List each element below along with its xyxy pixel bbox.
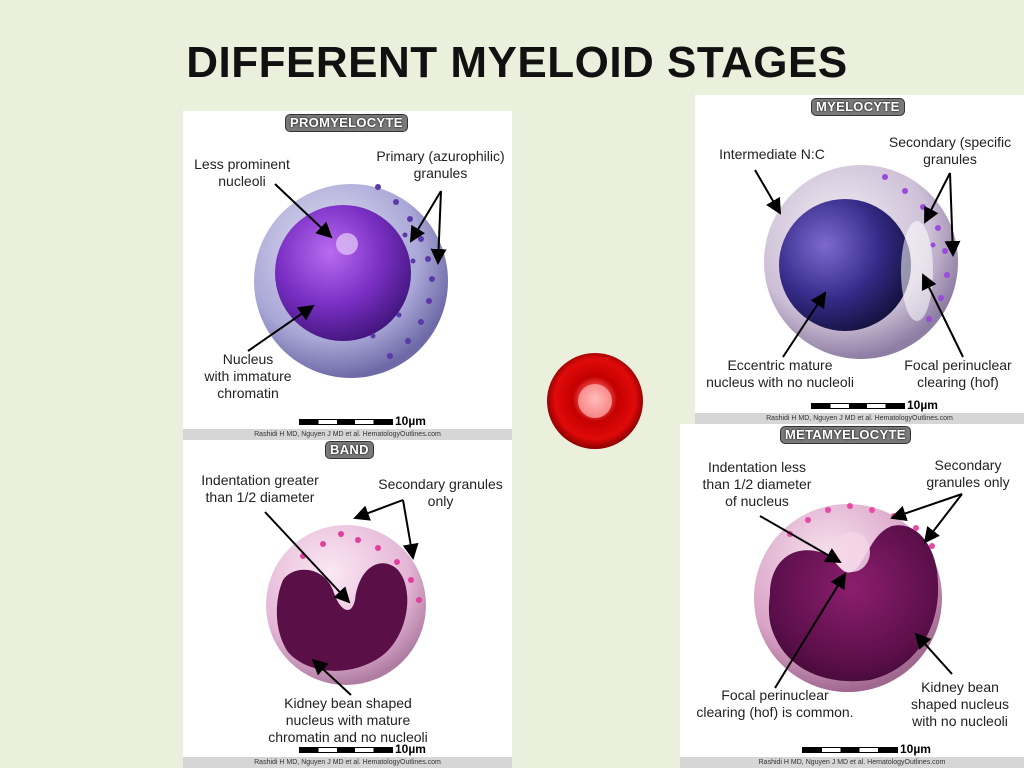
scale-label: 10µm	[395, 414, 426, 428]
label-intermediate-nc: Intermediate N:C	[719, 146, 825, 162]
label-secondary-granules: Secondary granules only	[378, 476, 503, 509]
label-hof: Focal perinuclear clearing (hof)	[904, 357, 1012, 390]
metamyelocyte-badge: METAMYELOCYTE	[780, 426, 911, 444]
scale-label: 10µm	[395, 742, 426, 756]
red-blood-cell-icon	[547, 353, 643, 449]
promyelocyte-illustration	[247, 183, 448, 378]
scale-label: 10µm	[907, 398, 938, 412]
label-secondary-granules: Secondary (specific granules	[888, 134, 1012, 167]
band-badge: BAND	[325, 441, 374, 459]
label-secondary-granules: Secondary granules only	[926, 457, 1010, 490]
label-eccentric-nucleus: Eccentric mature nucleus with no nucleol…	[706, 357, 854, 390]
scale-bar: 10µm	[802, 742, 932, 756]
myelocyte-illustration	[754, 165, 964, 359]
scale-label: 10µm	[900, 742, 931, 756]
image-credit: Rashidi H MD, Nguyen J MD et al. Hematol…	[183, 757, 512, 768]
image-credit: Rashidi H MD, Nguyen J MD et al. Hematol…	[183, 429, 512, 440]
image-credit: Rashidi H MD, Nguyen J MD et al. Hematol…	[695, 413, 1024, 424]
label-kidney-nucleus: Kidney bean shaped nucleus with no nucle…	[910, 679, 1010, 729]
scale-bar: 10µm	[299, 414, 426, 428]
image-credit: Rashidi H MD, Nguyen J MD et al. Hematol…	[680, 757, 1024, 768]
label-hof: Focal perinuclear clearing (hof) is comm…	[696, 687, 854, 720]
label-primary-granules: Primary (azurophilic) granules	[376, 148, 505, 181]
metamyelocyte-illustration	[754, 493, 963, 692]
band-illustration	[264, 499, 426, 696]
label-indentation: Indentation greater than 1/2 diameter	[201, 472, 319, 505]
label-indentation: Indentation less than 1/2 diameter of nu…	[702, 459, 812, 509]
scale-bar: 10µm	[811, 398, 938, 412]
scale-bar: 10µm	[299, 742, 426, 756]
promyelocyte-panel: PROMYELOCYTE Less prominent nucleoli Pri…	[183, 111, 512, 440]
promyelocyte-badge: PROMYELOCYTE	[285, 114, 408, 132]
myelocyte-panel: MYELOCYTE Intermediate N:C Secondary (sp…	[695, 95, 1024, 424]
slide-title: DIFFERENT MYELOID STAGES	[186, 38, 848, 87]
myelocyte-badge: MYELOCYTE	[811, 98, 905, 116]
label-nucleoli: Less prominent nucleoli	[194, 156, 290, 189]
metamyelocyte-panel: METAMYELOCYTE Indentation less than 1/2 …	[680, 424, 1024, 768]
label-kidney-nucleus: Kidney bean shaped nucleus with mature c…	[268, 695, 428, 745]
band-panel: BAND Indentation greater than 1/2 diamet…	[183, 440, 512, 768]
label-immature-nucleus: Nucleus with immature chromatin	[204, 351, 292, 401]
